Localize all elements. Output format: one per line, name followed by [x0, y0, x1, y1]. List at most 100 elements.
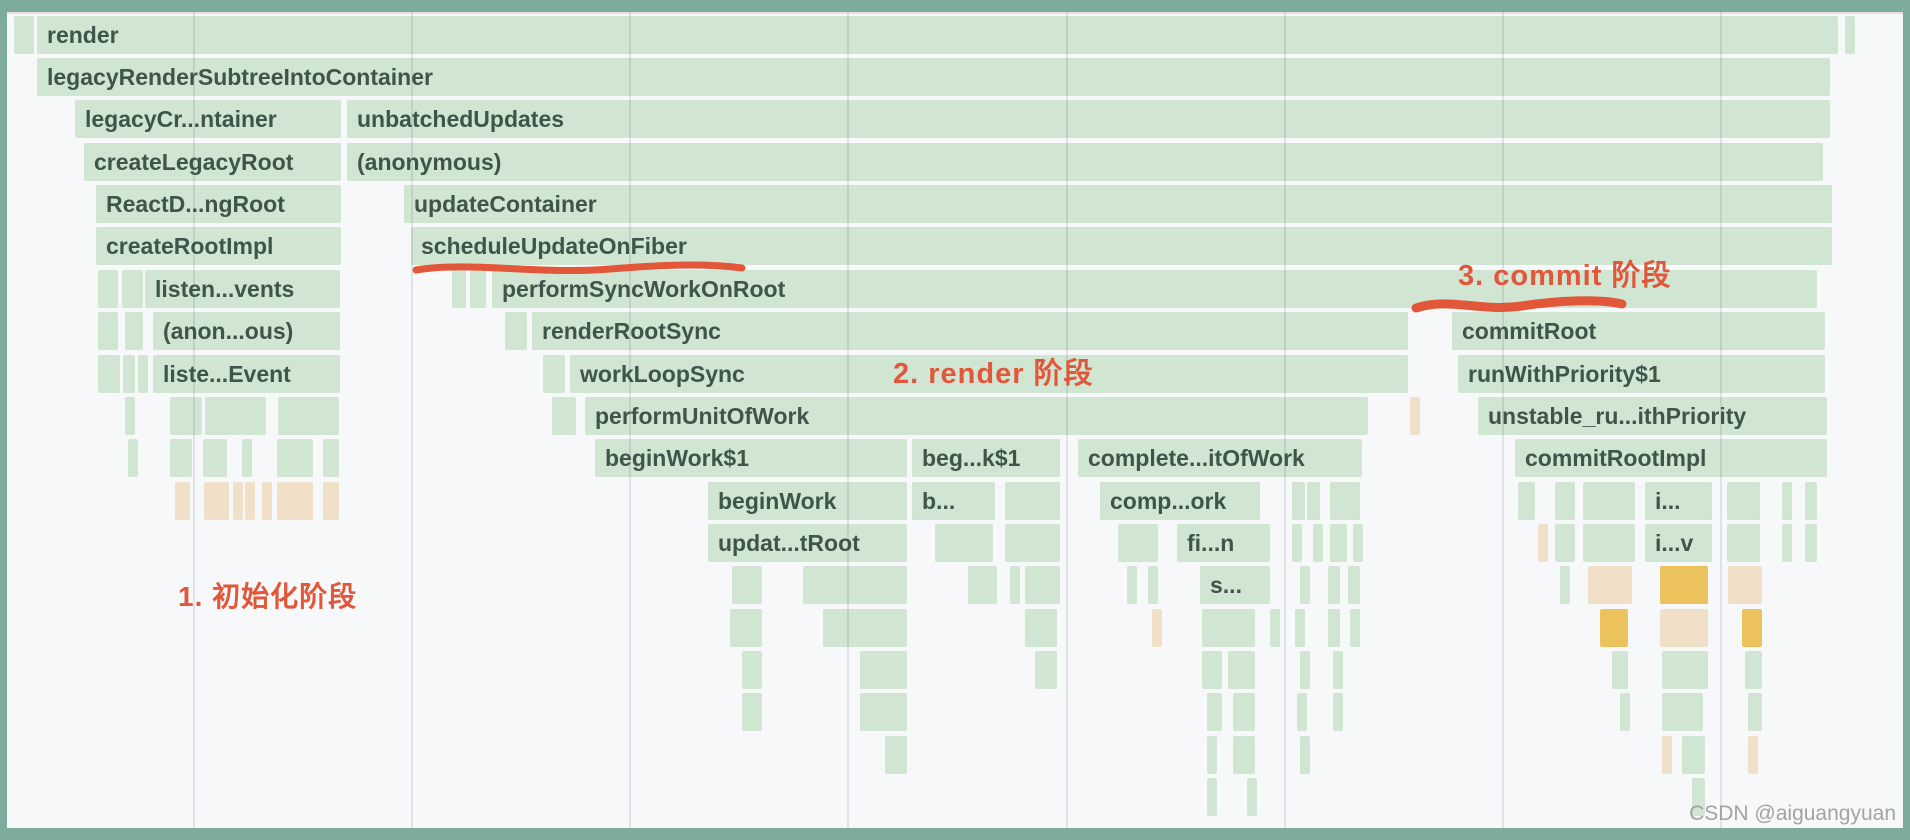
flame-block[interactable] [122, 270, 143, 308]
flame-block[interactable] [1782, 524, 1792, 562]
flame-block[interactable] [14, 16, 34, 54]
flame-block[interactable] [1682, 736, 1705, 774]
flame-block[interactable]: i... [1645, 482, 1712, 520]
flame-block[interactable] [323, 482, 339, 520]
flame-block[interactable] [1295, 609, 1305, 647]
flame-block[interactable]: scheduleUpdateOnFiber [411, 227, 1832, 265]
flame-block[interactable] [452, 270, 466, 308]
flame-block[interactable] [1025, 609, 1057, 647]
flame-block[interactable] [278, 397, 339, 435]
flame-block[interactable] [1600, 609, 1628, 647]
flame-block[interactable] [125, 397, 135, 435]
flame-block[interactable] [1328, 566, 1340, 604]
flame-block[interactable] [1583, 482, 1635, 520]
flame-block[interactable]: (anon...ous) [153, 312, 340, 350]
flame-block[interactable] [1353, 524, 1363, 562]
flame-block[interactable] [1025, 566, 1060, 604]
flame-block[interactable]: updateContainer [404, 185, 1832, 223]
flame-block[interactable] [935, 524, 993, 562]
flame-block[interactable]: fi...n [1177, 524, 1270, 562]
flame-block[interactable] [803, 566, 907, 604]
flame-block[interactable] [1660, 566, 1708, 604]
flame-block[interactable]: i...v [1645, 524, 1712, 562]
flame-block[interactable]: updat...tRoot [708, 524, 907, 562]
flame-block[interactable] [860, 693, 907, 731]
flame-block[interactable] [1297, 693, 1307, 731]
flame-block[interactable] [123, 355, 135, 393]
flame-block[interactable] [1748, 693, 1762, 731]
flame-block[interactable] [242, 439, 252, 477]
flame-block[interactable] [125, 312, 143, 350]
flame-block[interactable]: unbatchedUpdates [347, 100, 1830, 138]
flame-block[interactable] [1035, 651, 1057, 689]
flame-block[interactable] [470, 270, 486, 308]
flame-block[interactable] [323, 439, 339, 477]
flame-block[interactable]: beginWork$1 [595, 439, 907, 477]
flame-block[interactable] [1518, 482, 1535, 520]
flame-block[interactable] [1152, 609, 1162, 647]
flame-block[interactable] [277, 439, 313, 477]
flame-block[interactable] [98, 355, 120, 393]
flame-block[interactable]: b... [912, 482, 995, 520]
flame-block[interactable] [1348, 566, 1360, 604]
flame-block[interactable] [1233, 736, 1255, 774]
flame-block[interactable] [1330, 524, 1347, 562]
flame-block[interactable] [742, 651, 762, 689]
flame-block[interactable] [1692, 778, 1705, 816]
flame-block[interactable] [98, 312, 118, 350]
flame-block[interactable] [1148, 566, 1158, 604]
flame-block[interactable] [1233, 693, 1255, 731]
flame-block[interactable]: (anonymous) [347, 143, 1823, 181]
flame-block[interactable] [1005, 482, 1060, 520]
flame-block[interactable] [1583, 524, 1635, 562]
flame-block[interactable] [1292, 482, 1305, 520]
flame-block[interactable] [1202, 609, 1255, 647]
flame-block[interactable] [1350, 609, 1360, 647]
flame-block[interactable] [1612, 651, 1628, 689]
flame-block[interactable] [138, 355, 148, 393]
flame-block[interactable]: unstable_ru...ithPriority [1478, 397, 1827, 435]
flame-block[interactable]: ReactD...ngRoot [96, 185, 341, 223]
flame-block[interactable] [277, 482, 313, 520]
flame-block[interactable]: comp...ork [1100, 482, 1260, 520]
flame-block[interactable]: complete...itOfWork [1078, 439, 1362, 477]
flame-block[interactable] [1330, 482, 1360, 520]
flame-block[interactable] [1292, 524, 1302, 562]
flame-block[interactable] [885, 736, 907, 774]
flame-block[interactable]: s... [1200, 566, 1270, 604]
flame-block[interactable] [1662, 736, 1672, 774]
flame-block[interactable] [1202, 651, 1222, 689]
flame-block[interactable]: createLegacyRoot [84, 143, 341, 181]
flame-block[interactable]: runWithPriority$1 [1458, 355, 1825, 393]
flame-block[interactable] [1247, 778, 1257, 816]
flame-block[interactable] [860, 651, 907, 689]
flame-block[interactable] [1328, 609, 1340, 647]
flame-block[interactable] [552, 397, 576, 435]
flame-block[interactable] [1560, 566, 1570, 604]
flame-block[interactable] [1207, 778, 1217, 816]
flame-block[interactable] [1005, 524, 1060, 562]
flame-block[interactable] [1207, 736, 1217, 774]
flame-block[interactable] [1805, 524, 1817, 562]
flame-block[interactable] [233, 482, 243, 520]
flame-block[interactable]: renderRootSync [532, 312, 1408, 350]
flame-block[interactable] [204, 482, 229, 520]
flame-block[interactable] [1538, 524, 1548, 562]
flame-block[interactable]: legacyRenderSubtreeIntoContainer [37, 58, 1830, 96]
flame-block[interactable] [1118, 524, 1158, 562]
flame-block[interactable] [1745, 651, 1762, 689]
flame-block[interactable]: render [37, 16, 1838, 54]
flame-block[interactable] [175, 482, 190, 520]
flame-block[interactable]: liste...Event [153, 355, 340, 393]
flame-block[interactable] [1313, 524, 1323, 562]
flame-block[interactable] [1300, 651, 1310, 689]
flame-block[interactable] [128, 439, 138, 477]
flame-block[interactable] [1728, 566, 1762, 604]
flame-block[interactable]: workLoopSync [570, 355, 1408, 393]
flame-block[interactable] [1555, 524, 1575, 562]
flame-block[interactable]: beginWork [708, 482, 907, 520]
flame-block[interactable] [1300, 736, 1310, 774]
flame-block[interactable] [1333, 651, 1343, 689]
flame-block[interactable] [1127, 566, 1137, 604]
